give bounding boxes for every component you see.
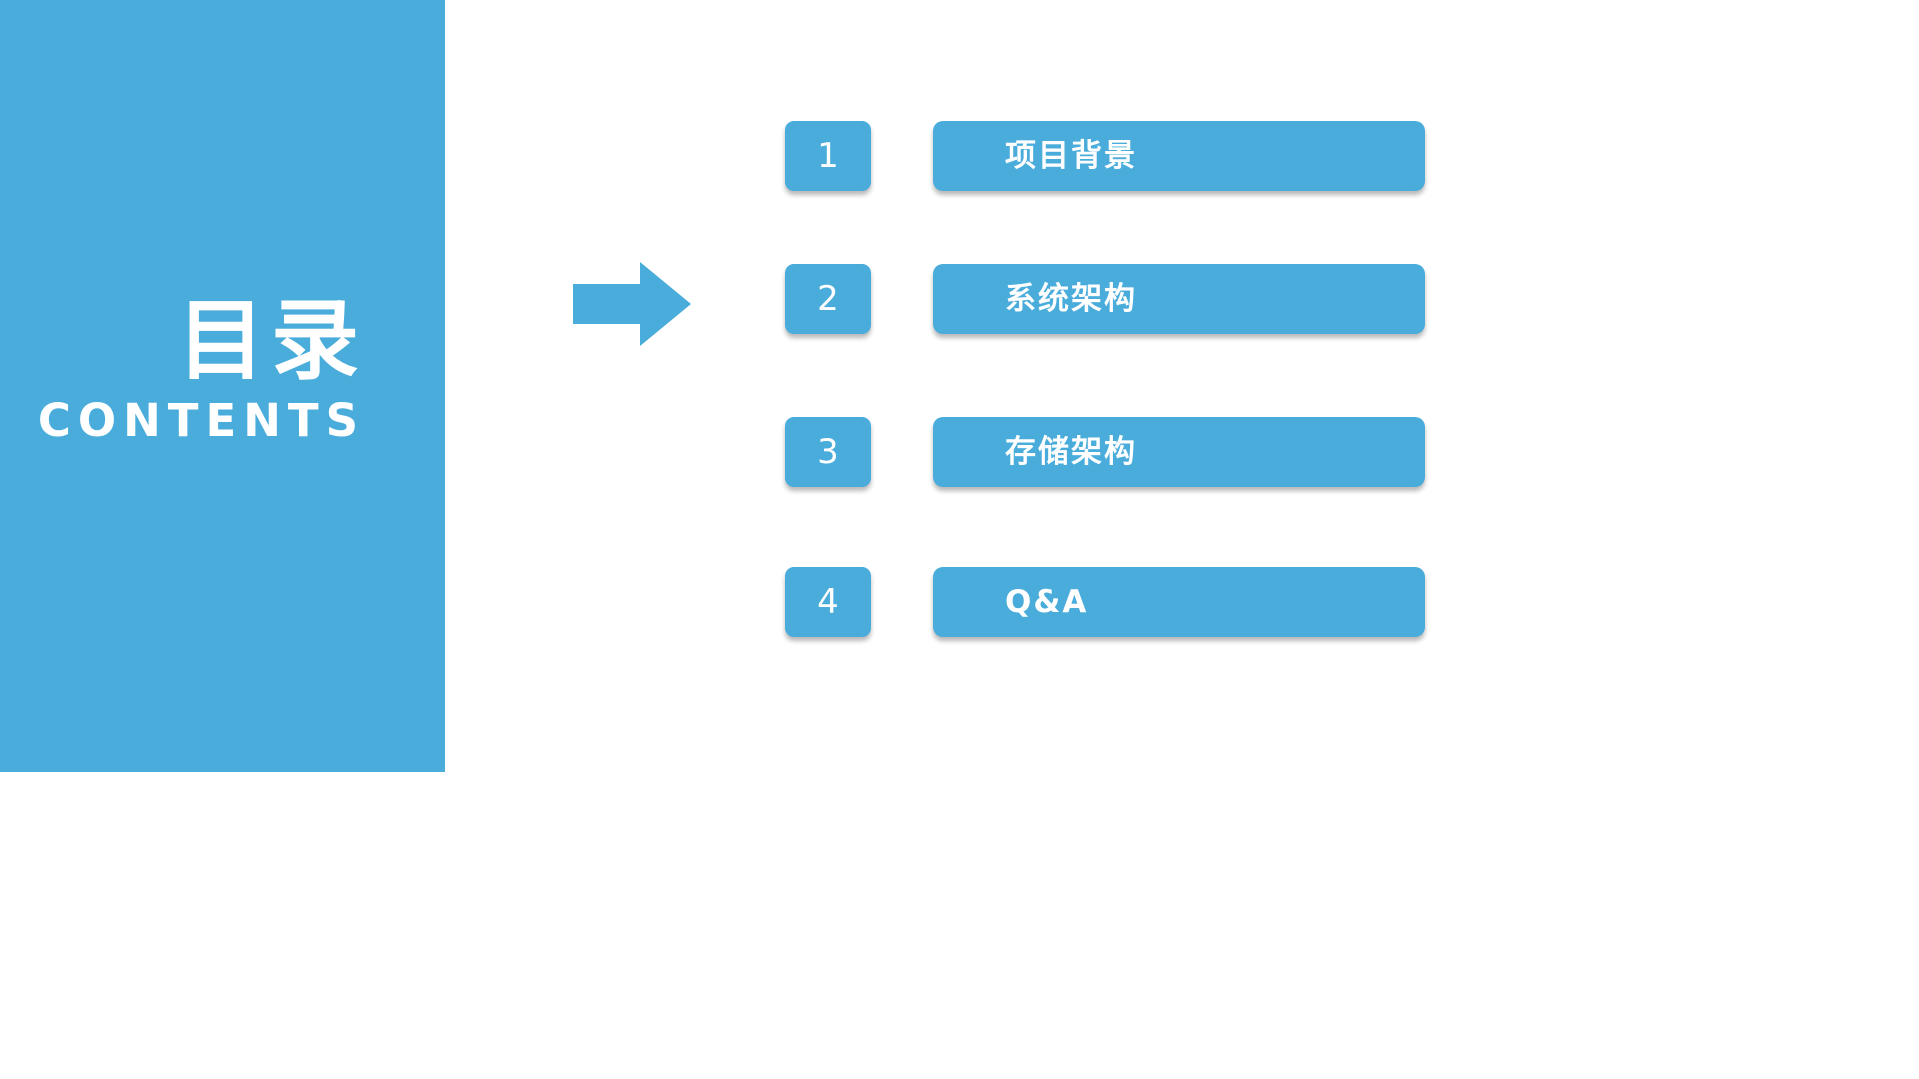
toc-item-bar: 系统架构 — [933, 264, 1425, 334]
toc-item-number: 3 — [785, 417, 871, 487]
sidebar-panel: 目录 CONTENTS — [0, 0, 445, 772]
toc-item-label: 系统架构 — [1005, 281, 1137, 317]
title-block: 目录 CONTENTS — [0, 292, 365, 452]
toc-item-number: 1 — [785, 121, 871, 191]
toc-item-bar: 存储架构 — [933, 417, 1425, 487]
toc-item-bar: 项目背景 — [933, 121, 1425, 191]
toc-title: 目录 — [176, 289, 365, 392]
arrow-right-icon — [573, 262, 691, 346]
toc-item-label: 存储架构 — [1005, 434, 1137, 470]
toc-item-number: 2 — [785, 264, 871, 334]
toc-item-bar: Q&A — [933, 567, 1425, 637]
toc-subtitle: CONTENTS — [37, 394, 365, 447]
toc-item-label: 项目背景 — [1005, 138, 1137, 174]
toc-item-number: 4 — [785, 567, 871, 637]
toc-item-label: Q&A — [1005, 584, 1089, 620]
